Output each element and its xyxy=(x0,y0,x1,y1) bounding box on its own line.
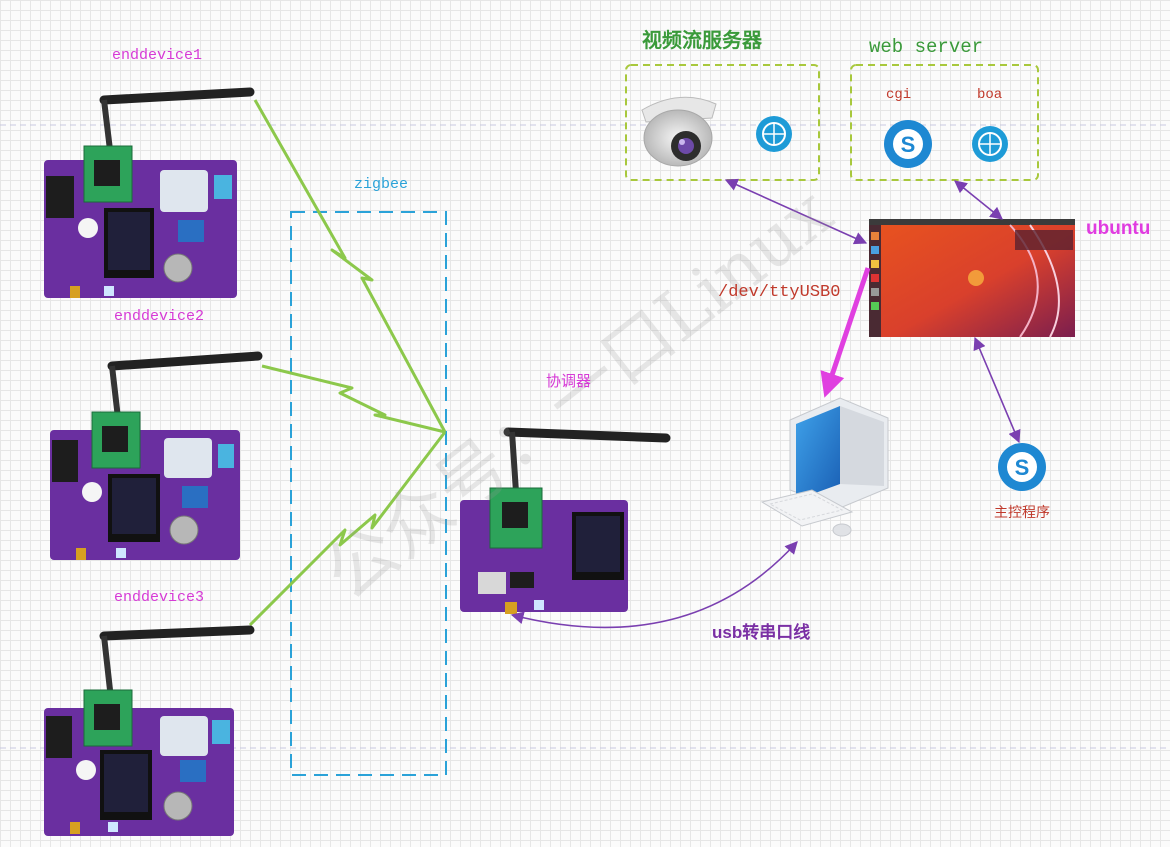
zigbee-link-3 xyxy=(248,431,447,627)
ttyusb0-arrow xyxy=(820,267,871,398)
enddevice1-label: enddevice1 xyxy=(112,47,203,64)
enddevice1-board xyxy=(44,87,255,298)
boa-globe-icon xyxy=(972,126,1008,162)
boa-label: boa xyxy=(977,87,1003,103)
ubuntu-desktop-screen xyxy=(869,219,1075,338)
zigbee-label: zigbee xyxy=(354,176,409,193)
video-server-box xyxy=(625,64,820,181)
ubuntu-label: ubuntu xyxy=(1086,218,1151,239)
main-program-label: 主控程序 xyxy=(994,504,1050,520)
main-program-skype-icon: S xyxy=(998,443,1046,491)
ubuntu-mainprogram-link xyxy=(973,336,1021,444)
desktop-pc-icon xyxy=(760,397,889,537)
enddevice2-board xyxy=(50,351,263,560)
zigbee-links xyxy=(248,99,447,627)
coordinator-label: 协调器 xyxy=(546,373,592,390)
usb-cable-label: usb转串口线 xyxy=(712,623,811,642)
zigbee-box xyxy=(290,211,447,776)
web-server-title: web server xyxy=(869,36,984,58)
svg-text:S: S xyxy=(901,132,916,157)
zigbee-link-1 xyxy=(253,99,447,433)
enddevice3-label: enddevice3 xyxy=(114,589,205,606)
camera-icon xyxy=(641,96,717,167)
svg-text:S: S xyxy=(1015,455,1030,480)
zigbee-link-2 xyxy=(261,364,446,434)
globe-icon xyxy=(756,116,792,152)
webserver-ubuntu-link xyxy=(954,180,1003,220)
video-server-title: 视频流服务器 xyxy=(642,30,762,52)
cgi-skype-icon: S xyxy=(884,120,932,168)
cgi-label: cgi xyxy=(886,87,912,103)
enddevice3-board xyxy=(44,625,255,836)
enddevice2-label: enddevice2 xyxy=(114,308,205,325)
camera-ubuntu-link xyxy=(724,178,868,245)
usb-serial-cable-link xyxy=(510,541,798,629)
dev-ttyusb0-label: /dev/ttyUSB0 xyxy=(718,283,841,302)
web-server-box xyxy=(850,64,1039,181)
